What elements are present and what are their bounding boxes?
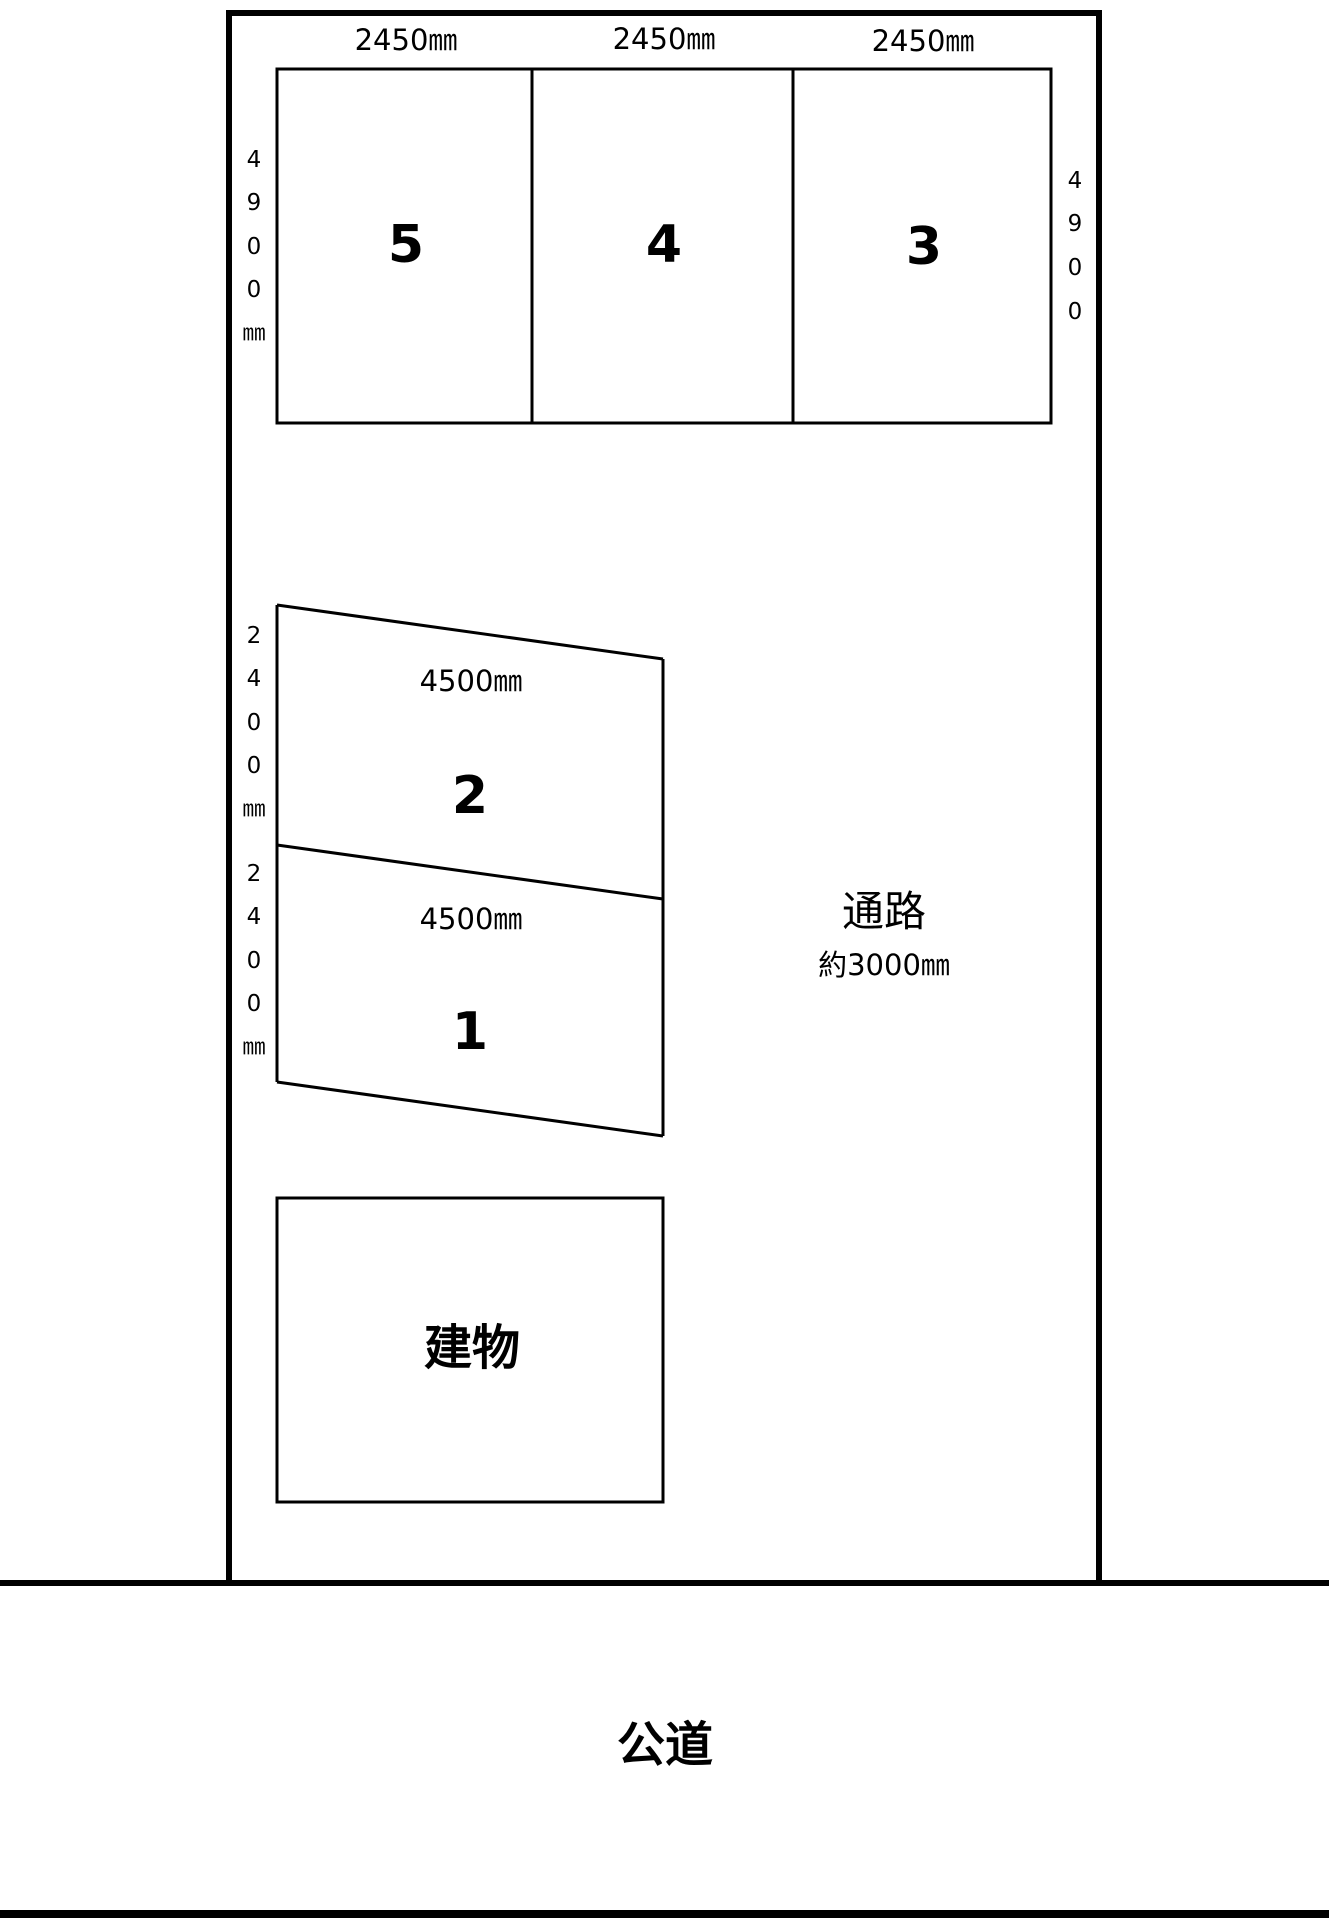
space-2-width-label: 2 4 0 0 ㎜ <box>243 623 266 822</box>
space-1-length-label: 4500㎜ <box>420 902 523 936</box>
depth-left-char: ㎜ <box>243 320 266 346</box>
space-2-top-edge <box>276 603 664 661</box>
top-depth-left-label: 4 9 0 0 ㎜ <box>243 147 266 346</box>
space-2-width-char: 0 <box>247 710 262 736</box>
space-1-width-char: ㎜ <box>243 1034 266 1060</box>
depth-right-char: 4 <box>1068 168 1083 194</box>
top-depth-right-label: 4 9 0 0 <box>1068 168 1083 325</box>
space-1-bottom-edge <box>276 1080 664 1138</box>
space-3-outline <box>791 67 1053 425</box>
space-2-length-label: 4500㎜ <box>420 664 523 698</box>
slanted-spaces-outline <box>275 603 665 1138</box>
space-2-width-char: ㎜ <box>243 796 266 822</box>
depth-left-char: 4 <box>247 147 262 173</box>
space-2-width-char: 2 <box>247 623 262 649</box>
public-road-label: 公道 <box>617 1717 713 1773</box>
building-label: 建物 <box>424 1320 520 1376</box>
space-3-number: 3 <box>906 217 942 277</box>
depth-left-char: 0 <box>247 277 262 303</box>
space-2-number: 2 <box>452 766 488 826</box>
space-divider-edge <box>276 843 664 901</box>
space-1-number: 1 <box>452 1002 488 1062</box>
space-5-number: 5 <box>388 215 424 275</box>
depth-right-char: 0 <box>1068 299 1083 325</box>
space-1-width-char: 0 <box>247 948 262 974</box>
depth-left-char: 0 <box>247 234 262 260</box>
depth-right-char: 0 <box>1068 255 1083 281</box>
building-outline <box>275 1196 665 1504</box>
space-4-number: 4 <box>646 215 682 275</box>
aisle-width-label: 約3000㎜ <box>818 948 950 982</box>
space-5-width-label: 2450㎜ <box>355 23 458 57</box>
space-1-width-char: 0 <box>247 991 262 1017</box>
space-1-width-char: 2 <box>247 861 262 887</box>
depth-left-char: 9 <box>247 190 262 216</box>
space-1-width-label: 2 4 0 0 ㎜ <box>243 861 266 1060</box>
space-2-width-char: 0 <box>247 753 262 779</box>
space-4-width-label: 2450㎜ <box>613 22 716 56</box>
space-2-width-char: 4 <box>247 666 262 692</box>
space-1-width-char: 4 <box>247 904 262 930</box>
depth-right-char: 9 <box>1068 211 1083 237</box>
aisle-label: 通路 <box>842 887 926 936</box>
space-3-width-label: 2450㎜ <box>872 24 975 58</box>
